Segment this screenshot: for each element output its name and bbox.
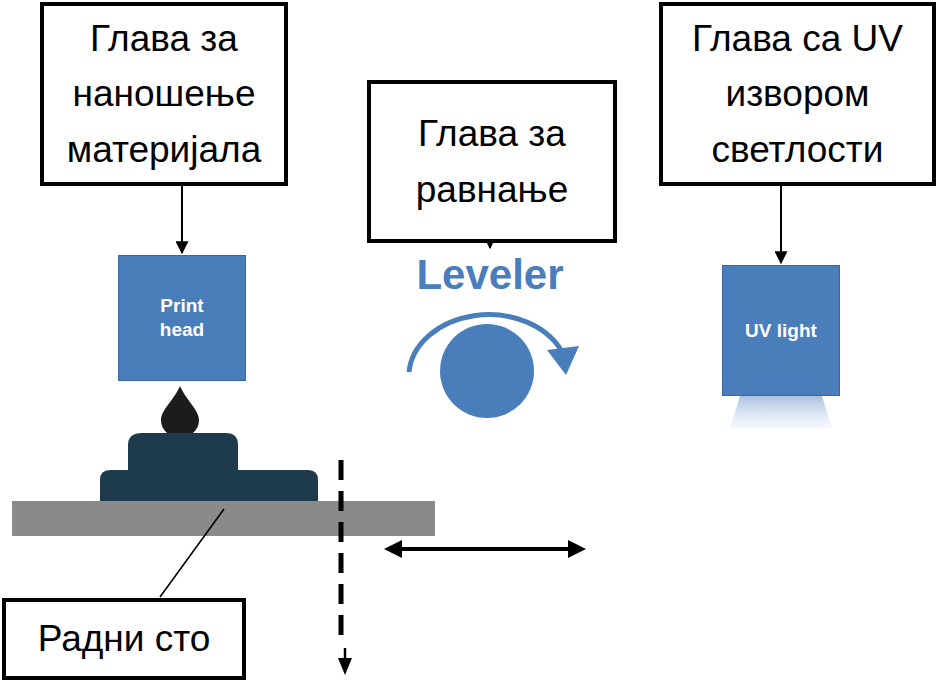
pointer-arrow	[489, 243, 491, 248]
callout-box: Глава за равнање	[367, 80, 617, 243]
print-head-block: Print head	[118, 255, 246, 381]
leveler-roller: Leveler	[395, 250, 585, 425]
callout-box: Радни сто	[2, 598, 246, 680]
part-label: Leveler	[395, 250, 585, 300]
rotation-arc	[409, 315, 561, 372]
part-label: Print head	[146, 294, 218, 342]
uv-beam	[730, 396, 832, 428]
material-drop	[161, 386, 199, 437]
z-axis-dashed	[339, 460, 344, 642]
x-arrow-head	[384, 540, 402, 558]
printed-layer	[100, 470, 318, 502]
x-axis-arrow	[398, 547, 572, 551]
callout-box: Глава са UV извором светлости	[659, 2, 936, 186]
callout-label: Радни сто	[14, 611, 234, 667]
rotation-arrow-head	[547, 346, 579, 375]
roller-circle	[440, 324, 534, 418]
callout-box: Глава за наношење материјала	[40, 2, 288, 186]
z-arrow-head	[338, 658, 352, 675]
callout-label: Глава за наношење материјала	[52, 11, 276, 178]
x-arrow-head	[568, 540, 586, 558]
printed-layer	[128, 433, 238, 474]
part-label: UV light	[745, 319, 817, 343]
callout-label: Глава са UV извором светлости	[671, 11, 924, 178]
uv-light-block: UV light	[722, 265, 840, 396]
pointer-arrow	[780, 186, 782, 263]
callout-label: Глава за равнање	[379, 106, 605, 217]
work-table	[12, 501, 435, 536]
pointer-arrow	[181, 186, 183, 253]
leader-line	[160, 509, 224, 597]
